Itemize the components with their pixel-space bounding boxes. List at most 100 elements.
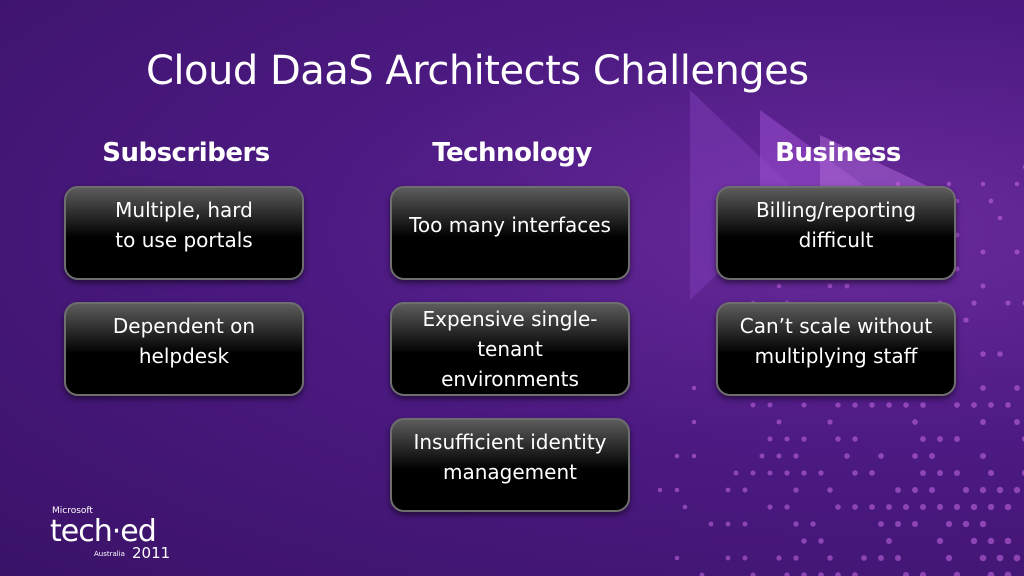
decor-dot: [936, 469, 944, 477]
decor-dot: [750, 402, 756, 408]
decor-dot: [725, 555, 731, 561]
teched-logo: Microsoft tech·ed Australia 2011: [50, 506, 180, 564]
decor-dot: [793, 555, 799, 561]
decor-dot: [776, 453, 782, 459]
decor-dot: [878, 521, 884, 527]
decor-dot: [793, 453, 799, 459]
decor-dot: [691, 385, 697, 391]
decor-dot: [852, 470, 858, 476]
decor-dot: [920, 436, 926, 442]
decor-dot: [1005, 300, 1011, 306]
decor-dot: [801, 436, 807, 442]
decor-dot: [801, 470, 807, 476]
card-subscribers-portals: Multiple, hard to use portals: [64, 186, 304, 280]
decor-dot: [1005, 402, 1011, 408]
card-technology-interfaces: Too many interfaces: [390, 186, 630, 280]
decor-dot: [987, 503, 995, 511]
decor-dot: [784, 436, 790, 442]
decor-dot: [767, 504, 773, 510]
logo-brand: Microsoft: [52, 506, 93, 516]
decor-dot: [997, 351, 1003, 357]
decor-dot: [852, 504, 858, 510]
card-text: Multiple, hard to use portals: [115, 198, 253, 252]
column-header-subscribers: Subscribers: [102, 138, 270, 168]
decor-dot: [784, 572, 790, 576]
decor-dot: [970, 537, 978, 545]
decor-dot: [912, 487, 918, 493]
decor-dot: [682, 504, 688, 510]
decor-dot: [852, 402, 858, 408]
decor-dot: [902, 571, 910, 576]
decor-dot: [759, 453, 765, 459]
decor-dot: [1013, 554, 1021, 562]
decor-dot: [997, 215, 1003, 221]
decor-dot: [953, 571, 961, 576]
decor-dot: [725, 487, 731, 493]
decor-dot: [818, 572, 824, 576]
decor-dot: [936, 537, 944, 545]
decor-dot: [742, 487, 748, 493]
decor-dot: [979, 554, 987, 562]
decor-dot: [987, 537, 995, 545]
decor-dot: [784, 470, 790, 476]
decor-dot: [657, 487, 663, 493]
decor-dot: [750, 470, 756, 476]
decor-dot: [776, 555, 782, 561]
decor-dot: [980, 351, 986, 357]
card-text: Insufficient identity management: [413, 430, 607, 484]
decor-dot: [987, 469, 995, 477]
decor-dot: [869, 470, 875, 476]
decor-dot: [980, 419, 986, 425]
decor-dot: [953, 469, 961, 477]
decor-dot: [852, 436, 858, 442]
decor-dot: [979, 520, 987, 528]
card-technology-identity: Insufficient identity management: [390, 418, 630, 512]
decor-dot: [801, 538, 807, 544]
decor-dot: [784, 504, 790, 510]
decor-dot: [708, 521, 714, 527]
decor-dot: [895, 181, 901, 187]
card-business-scale: Can’t scale without multiplying staff: [716, 302, 956, 396]
decor-dot: [911, 520, 919, 528]
decor-dot: [869, 402, 875, 408]
decor-dot: [920, 402, 926, 408]
decor-dot: [987, 571, 995, 576]
decor-dot: [886, 504, 892, 510]
logo-name: tech·ed: [50, 514, 157, 549]
decor-dot: [988, 402, 994, 408]
decor-dot: [869, 504, 875, 510]
decor-dot: [1004, 571, 1012, 576]
decor-dot: [912, 419, 918, 425]
decor-dot: [920, 470, 926, 476]
card-text: Expensive single- tenant environments: [422, 307, 598, 391]
card-text: Can’t scale without multiplying staff: [739, 314, 933, 368]
decor-dot: [699, 572, 705, 576]
decor-dot: [919, 503, 927, 511]
decor-dot: [827, 555, 833, 561]
decor-dot: [1004, 503, 1012, 511]
decor-dot: [895, 487, 901, 493]
card-text: Dependent on helpdesk: [112, 314, 256, 368]
decor-dot: [980, 283, 986, 289]
decor-dot: [953, 503, 961, 511]
column-header-technology: Technology: [432, 138, 592, 168]
decor-dot: [979, 486, 987, 494]
decor-dot: [919, 571, 927, 576]
decor-dot: [835, 572, 841, 576]
decor-dot: [818, 538, 824, 544]
decor-dot: [767, 402, 773, 408]
decor-dot: [852, 572, 858, 576]
decor-dot: [878, 453, 884, 459]
decor-dot: [810, 521, 816, 527]
decor-dot: [742, 521, 748, 527]
decor-dot: [980, 385, 986, 391]
decor-dot: [928, 486, 936, 494]
card-business-billing: Billing/reporting difficult: [716, 186, 956, 280]
decor-dot: [835, 436, 841, 442]
decor-dot: [962, 520, 970, 528]
decor-dot: [886, 402, 892, 408]
decor-dot: [776, 283, 782, 289]
decor-dot: [912, 453, 918, 459]
decor-dot: [742, 555, 748, 561]
